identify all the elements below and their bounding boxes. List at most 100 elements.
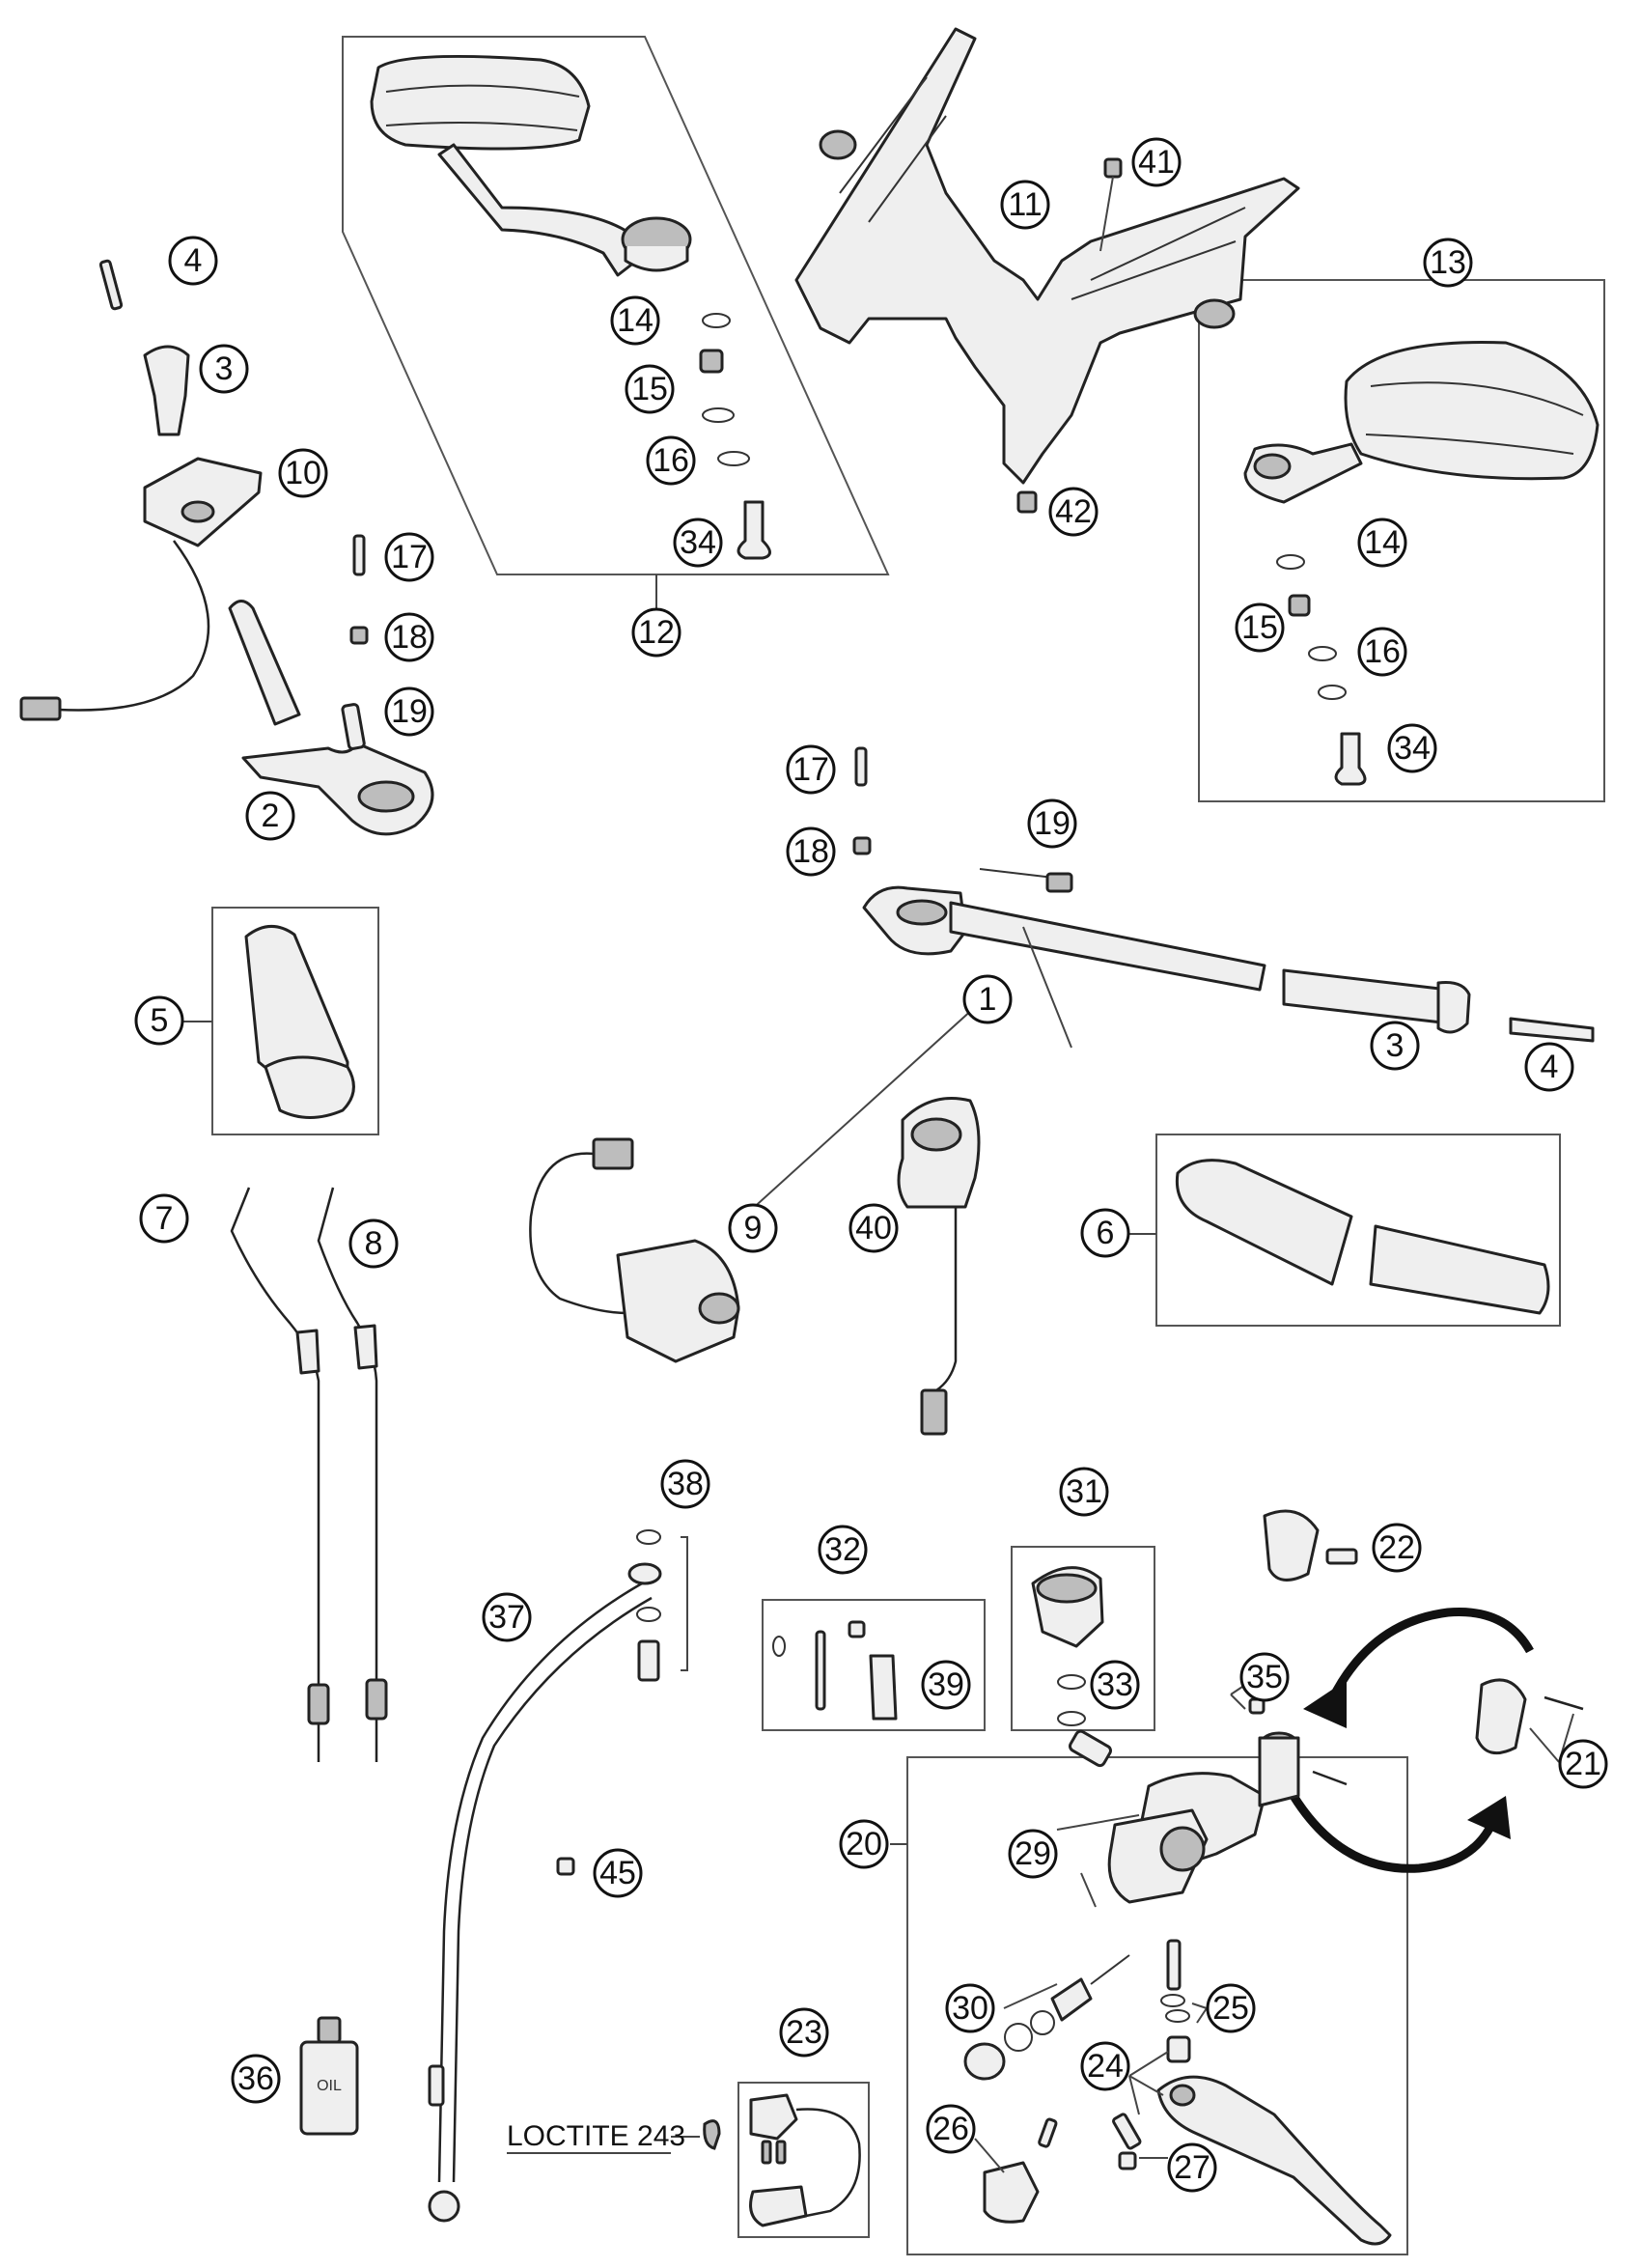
callout-33: 33 (1090, 1660, 1140, 1710)
svg-text:35: 35 (1246, 1659, 1283, 1695)
svg-text:16: 16 (1364, 633, 1401, 670)
svg-text:4: 4 (1541, 1049, 1559, 1085)
banjo-hardware (636, 1529, 688, 1682)
mirror-left-kit-frame (342, 36, 890, 575)
switch-40 (897, 1097, 981, 1436)
left-switch-assembly (19, 457, 263, 721)
lever-pivot (1160, 1939, 1191, 2063)
callout-42: 42 (1048, 487, 1099, 537)
svg-text:7: 7 (155, 1200, 174, 1237)
reservoir-frame (1011, 1546, 1155, 1731)
callout-4a: 4 (168, 236, 218, 286)
left-bar-end-weight (143, 345, 190, 436)
callout-8: 8 (348, 1218, 399, 1269)
svg-text:13: 13 (1430, 244, 1466, 281)
mirror-left-hardware (699, 313, 771, 560)
callout-30: 30 (945, 1983, 995, 2033)
svg-text:19: 19 (1034, 805, 1071, 842)
mirror-right-hardware (1276, 554, 1367, 786)
svg-text:2: 2 (262, 798, 280, 834)
callout-37: 37 (482, 1592, 532, 1642)
callouts: 4 3 10 17 18 19 2 14 15 16 34 12 11 41 4… (134, 137, 1608, 2193)
callout-12: 12 (631, 607, 681, 658)
right-bar-end-bolt (1509, 1017, 1595, 1043)
left-clamp-tube (228, 600, 434, 836)
repair-kit-parts (772, 1620, 898, 1721)
svg-text:4: 4 (184, 242, 203, 279)
repair-kit-frame (762, 1599, 986, 1731)
callout-3a: 3 (199, 344, 249, 394)
svg-text:33: 33 (1097, 1666, 1133, 1703)
callout-13: 13 (1423, 238, 1473, 288)
left-bar-end-bolt (98, 259, 124, 311)
callout-16b: 16 (1357, 627, 1407, 677)
bottle-label: OIL (317, 2078, 342, 2094)
callout-1: 1 (962, 974, 1013, 1024)
callout-14b: 14 (1357, 518, 1407, 568)
callout-27: 27 (1167, 2142, 1217, 2193)
callout-36: 36 (231, 2054, 281, 2104)
svg-text:12: 12 (638, 614, 675, 651)
svg-text:8: 8 (365, 1225, 383, 1262)
small-clip-45 (556, 1857, 575, 1876)
callout-22: 22 (1372, 1523, 1422, 1573)
callout-6: 6 (1080, 1208, 1130, 1258)
clutch-switch-frame (737, 2082, 870, 2238)
svg-text:41: 41 (1138, 144, 1175, 181)
callout-11: 11 (1000, 180, 1050, 230)
svg-text:40: 40 (855, 1210, 892, 1246)
callout-32: 32 (818, 1525, 868, 1575)
mirror-right (1243, 341, 1599, 504)
svg-text:42: 42 (1055, 493, 1092, 530)
svg-text:14: 14 (617, 302, 654, 339)
clutch-switch (749, 2093, 861, 2227)
svg-text:14: 14 (1364, 524, 1401, 561)
callout-15a: 15 (625, 364, 675, 414)
callout-17a: 17 (384, 532, 434, 582)
svg-text:39: 39 (928, 1666, 964, 1703)
svg-text:15: 15 (631, 371, 668, 407)
svg-text:10: 10 (285, 455, 321, 491)
svg-text:45: 45 (599, 1855, 636, 1891)
svg-text:34: 34 (680, 524, 716, 561)
svg-text:17: 17 (391, 539, 428, 575)
rotation-arrows (1290, 1608, 1534, 1873)
svg-text:1: 1 (979, 981, 997, 1018)
svg-text:11: 11 (1008, 186, 1042, 223)
loctite-drop (507, 2119, 721, 2154)
svg-text:23: 23 (786, 2014, 822, 2051)
master-cylinder (1069, 1664, 1348, 1904)
svg-text:26: 26 (932, 2111, 969, 2147)
svg-text:25: 25 (1212, 1990, 1249, 2027)
svg-text:19: 19 (391, 693, 428, 730)
loctite-note: LOCTITE 243 (507, 2120, 685, 2152)
svg-text:36: 36 (237, 2060, 274, 2097)
clutch-hose (428, 1562, 662, 2223)
clutch-lever (1156, 2075, 1392, 2246)
callout-20: 20 (839, 1819, 889, 1869)
callout-29: 29 (1008, 1829, 1058, 1879)
svg-text:3: 3 (1386, 1027, 1405, 1064)
right-switch (529, 1137, 740, 1363)
callout-23: 23 (779, 2007, 829, 2058)
callout-3b: 3 (1370, 1021, 1420, 1071)
svg-text:16: 16 (653, 442, 689, 479)
svg-text:6: 6 (1097, 1215, 1115, 1251)
svg-text:5: 5 (151, 1002, 169, 1039)
callout-17b: 17 (786, 744, 836, 795)
callout-34b: 34 (1387, 723, 1437, 773)
callout-7: 7 (139, 1193, 189, 1244)
left-small-bolts (349, 534, 369, 645)
fluid-bottle: OIL (299, 2016, 359, 2136)
svg-text:38: 38 (667, 1466, 704, 1502)
piston-kit (963, 1954, 1130, 2081)
throttle-grip (244, 925, 355, 1119)
svg-text:32: 32 (824, 1531, 861, 1568)
callout-16a: 16 (646, 435, 696, 486)
mirror-right-kit-frame (1198, 279, 1605, 802)
clamp-21 (1475, 1678, 1584, 1755)
throttle-cable-8 (317, 1187, 388, 1762)
callout-15b: 15 (1235, 602, 1285, 653)
callout-18b: 18 (786, 826, 836, 877)
